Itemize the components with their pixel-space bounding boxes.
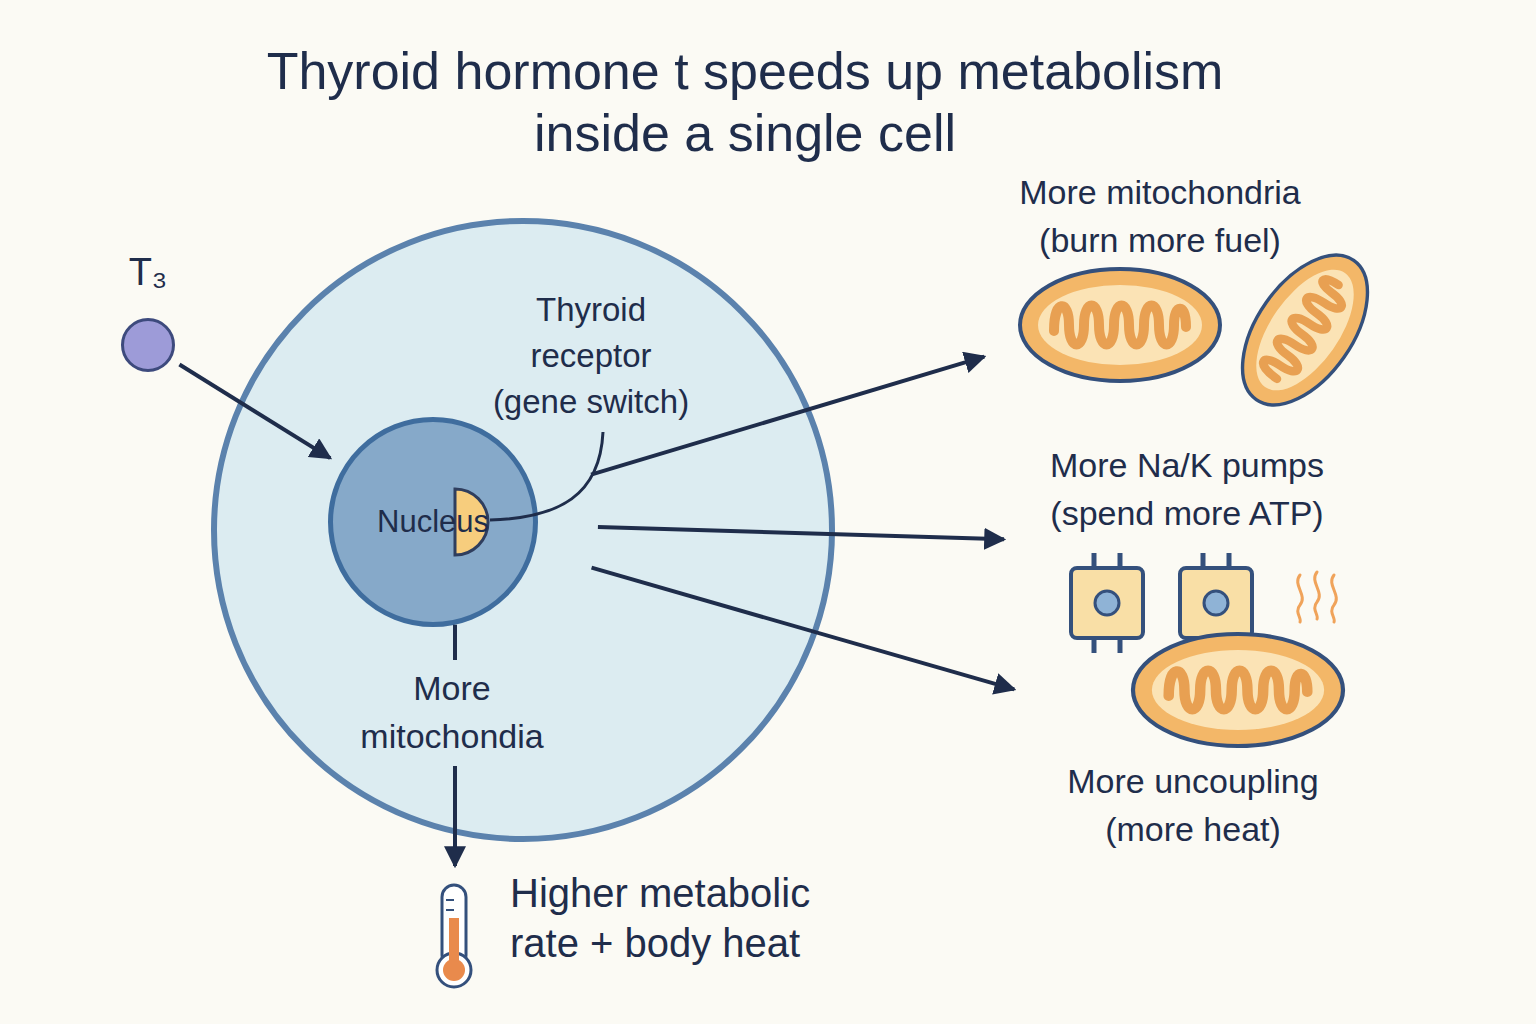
- receptor-label: Thyroid receptor (gene switch): [488, 287, 694, 425]
- nucleus-label: Nucleus: [338, 502, 528, 542]
- nucleus-circle: Nucleus: [328, 417, 538, 627]
- effect-group: More uncoupling (more heat): [1020, 630, 1360, 850]
- pump-icon: [1071, 553, 1143, 653]
- outcome-label: Higher metabolic rate + body heat: [510, 868, 860, 968]
- outcome-group: Higher metabolic rate + body heat: [425, 868, 865, 988]
- diagram-title: Thyroid hormone t speeds up metabolism i…: [245, 40, 1245, 164]
- effect-group: More mitochondria (burn more fuel): [990, 170, 1390, 420]
- effect-label: More mitochondria (burn more fuel): [995, 168, 1325, 264]
- effect-group: More Na/K pumps (spend more ATP): [1010, 440, 1370, 650]
- effect-label: More uncoupling (more heat): [1043, 757, 1343, 853]
- hormone-circle: T₃: [121, 318, 175, 372]
- mitochondrion-icon: [1020, 269, 1220, 381]
- effect-label: More Na/K pumps (spend more ATP): [1027, 441, 1347, 537]
- mitochondrion-icon: [1133, 634, 1343, 746]
- edge-label: More mitochondia: [352, 664, 552, 760]
- mitochondrion-icon: [1217, 233, 1392, 427]
- thermometer-icon: [437, 885, 471, 987]
- heat-waves: [1298, 572, 1337, 622]
- hormone-label: T₃: [100, 250, 196, 294]
- pump-icon: [1180, 553, 1252, 653]
